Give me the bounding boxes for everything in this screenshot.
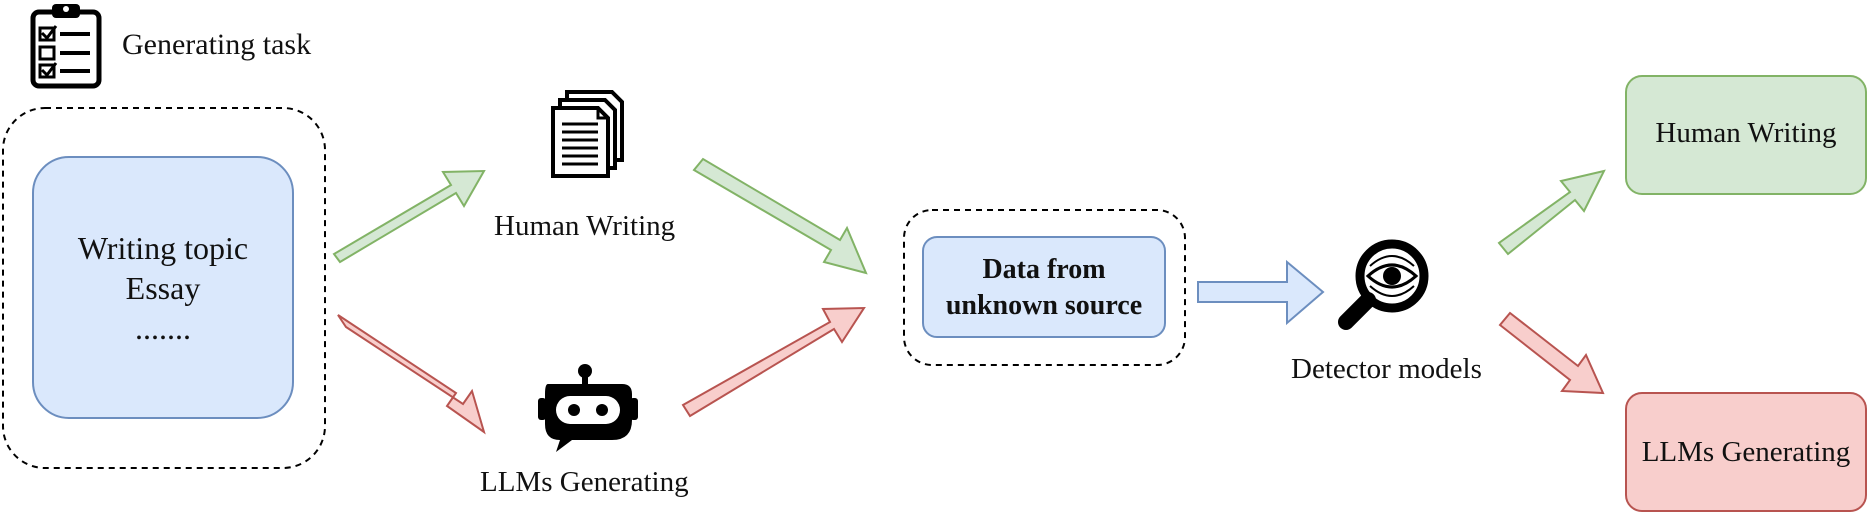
input-box-text: Writing topic Essay .......: [33, 228, 293, 348]
center-line-2: unknown source: [945, 290, 1143, 321]
input-line-topic: Writing topic: [77, 230, 249, 266]
clipboard-checklist-icon: [30, 4, 102, 89]
input-dashed-container: [2, 107, 326, 469]
output-llm-label: LLMs Generating: [1641, 436, 1851, 468]
arrow-human-to-center: [692, 157, 868, 275]
arrow-input-to-llm: [337, 314, 486, 435]
arrow-center-to-detector: [1197, 259, 1325, 326]
arrow-detector-to-human: [1497, 169, 1606, 256]
source-human-label: Human Writing: [494, 210, 676, 242]
generating-task-label: Generating task: [122, 28, 312, 61]
center-dashed-container: [903, 209, 1186, 366]
output-llm-box: [1625, 392, 1867, 512]
center-line-1: Data from: [982, 254, 1106, 285]
center-box: [922, 236, 1166, 338]
input-line-essay: Essay: [125, 270, 201, 306]
source-llm-label: LLMs Generating: [480, 466, 689, 498]
detector-label: Detector models: [1291, 353, 1482, 385]
arrow-llm-to-center: [681, 306, 866, 418]
arrow-input-to-human: [332, 169, 486, 264]
documents-icon: [551, 90, 624, 178]
input-box: [32, 156, 294, 419]
arrow-detector-to-llm: [1498, 311, 1605, 395]
output-human-box: [1625, 75, 1867, 195]
magnifier-eye-icon: [1338, 239, 1429, 330]
input-line-ellipsis: .......: [135, 310, 191, 346]
robot-chat-icon: [538, 364, 638, 452]
output-human-label: Human Writing: [1655, 117, 1837, 149]
center-box-text: Data from unknown source: [923, 252, 1165, 324]
